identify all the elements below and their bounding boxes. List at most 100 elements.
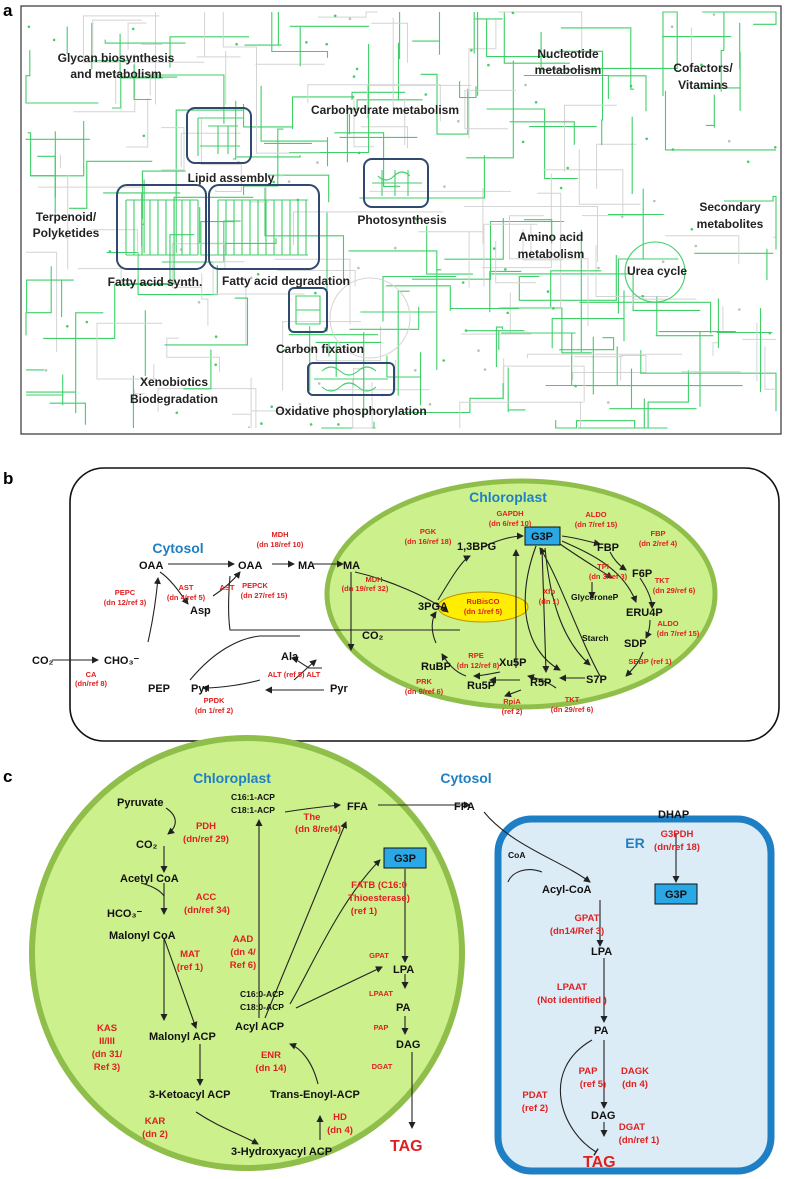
map-pathway-line xyxy=(289,25,370,67)
map-pathway-line xyxy=(82,15,160,61)
map-pathway-line xyxy=(371,22,408,63)
enz-acc-2: (dn/ref 34) xyxy=(184,905,230,916)
map-node xyxy=(694,244,698,248)
urea-cycle-circle xyxy=(624,241,686,303)
map-pathway-line xyxy=(201,273,209,326)
map-pathway-line xyxy=(49,402,86,425)
map-node xyxy=(738,308,741,311)
map-pathway-line xyxy=(609,368,697,410)
map-pathway-line xyxy=(540,32,600,74)
map-node xyxy=(131,27,135,31)
label-amino-acid-line1: Amino acid xyxy=(519,230,584,244)
met-r5p: R5P xyxy=(530,677,551,689)
met-g3p: G3P xyxy=(531,531,553,543)
met-ffa-1: FFA xyxy=(347,801,368,813)
map-pathway-line xyxy=(426,225,473,275)
met-asp: Asp xyxy=(190,605,211,617)
met-pa-1: PA xyxy=(396,1002,411,1014)
map-pathway-line xyxy=(26,312,104,414)
map-pathway-line xyxy=(157,388,257,428)
met-coa: CoA xyxy=(508,850,525,860)
map-pathway-line xyxy=(232,377,299,428)
map-pathway-line xyxy=(382,275,457,322)
fatty-acid-degradation-box xyxy=(208,184,320,270)
map-node xyxy=(298,402,302,406)
map-pathway-line xyxy=(171,243,226,288)
map-node xyxy=(620,215,624,218)
photosynthesis-texture xyxy=(372,170,422,196)
map-pathway-line xyxy=(282,321,361,391)
enz-xfp-1: Xfp xyxy=(543,587,556,596)
enz-tkt-2a: TKT xyxy=(565,695,580,704)
chloroplast-compartment xyxy=(324,478,718,710)
met-s7p: S7P xyxy=(586,674,607,686)
enz-lpaat-c: LPAAT xyxy=(369,989,393,998)
map-pathway-line xyxy=(349,306,420,330)
map-pathway-line xyxy=(596,143,637,189)
label-glycan-line2: and metabolism xyxy=(70,67,161,81)
map-node xyxy=(44,369,48,372)
enz-ast-1b: (dn 4/ref 5) xyxy=(167,593,206,602)
map-pathway-line xyxy=(26,374,64,406)
chloroplast-compartment-c xyxy=(29,735,465,1171)
enz-dgat-er-1: DGAT xyxy=(619,1122,645,1133)
map-node xyxy=(52,38,56,42)
map-pathway-line xyxy=(359,155,485,199)
map-pathway-line xyxy=(25,138,90,140)
map-node xyxy=(690,228,694,231)
enz-gapdh-2: (dn 6/ref 10) xyxy=(489,519,532,528)
map-pathway-line xyxy=(200,118,242,192)
map-pathway-line xyxy=(111,76,178,109)
map-node xyxy=(546,290,550,293)
fatty-acid-synthesis-box xyxy=(116,184,207,270)
enz-fbp-1: FBP xyxy=(651,529,666,538)
map-node xyxy=(250,276,253,280)
map-pathway-line xyxy=(495,241,536,284)
map-pathway-line xyxy=(522,224,564,261)
fatty-acid-degradation-texture xyxy=(217,199,308,256)
enz-rpe-2: (dn 12/ref 8) xyxy=(457,661,500,670)
enz-dgat-c: DGAT xyxy=(372,1062,393,1071)
met-acetyl-coa: Acetyl CoA xyxy=(120,873,179,885)
met-lpa-1: LPA xyxy=(393,964,414,976)
label-secondary-line1: Secondary xyxy=(699,200,761,214)
met-oaa-2: OAA xyxy=(238,560,263,572)
map-pathway-line xyxy=(696,51,741,111)
map-pathway-line xyxy=(640,350,777,412)
met-pa-2: PA xyxy=(594,1025,609,1037)
map-pathway-line xyxy=(115,73,151,105)
map-pathway-line xyxy=(268,174,330,203)
label-xenobiotics-line1: Xenobiotics xyxy=(140,375,208,389)
enz-aldo-1a: ALDO xyxy=(585,510,606,519)
enz-lpaat-er-2: (Not identified ) xyxy=(537,995,607,1006)
map-pathway-line xyxy=(264,187,345,284)
map-node xyxy=(504,268,507,271)
enz-alt: ALT (ref 5) ALT xyxy=(268,670,321,679)
map-pathway-line xyxy=(489,270,522,313)
map-node xyxy=(574,384,577,388)
map-pathway-line xyxy=(560,27,635,90)
map-pathway-line xyxy=(572,355,647,381)
enz-g3pdh-2: (dn/ref 18) xyxy=(654,842,700,853)
map-pathway-line xyxy=(595,245,669,297)
map-pathway-line xyxy=(491,273,701,311)
enz-prk-1: PRK xyxy=(416,677,432,686)
map-node xyxy=(470,49,473,52)
map-pathway-line xyxy=(578,149,641,205)
enz-kas-2: II/III xyxy=(99,1036,115,1047)
met-starch: Starch xyxy=(582,633,608,643)
enz-dgat-er-2: (dn/ref 1) xyxy=(619,1135,660,1146)
met-g3p-er: G3P xyxy=(665,889,687,901)
map-pathway-line xyxy=(104,39,186,44)
oxphos-texture xyxy=(314,366,388,392)
met-dag-1: DAG xyxy=(396,1039,420,1051)
panel-c-lipid-diagram: Chloroplast Cytosol ER xyxy=(29,735,775,1175)
map-node xyxy=(442,359,446,362)
map-pathway-line xyxy=(465,330,525,350)
map-pathway-line xyxy=(26,251,58,352)
map-pathway-line xyxy=(292,325,382,362)
map-pathway-line xyxy=(133,64,152,101)
map-node xyxy=(357,266,360,270)
enz-fbp-2: (dn 2/ref 4) xyxy=(639,539,678,548)
met-f6p: F6P xyxy=(632,568,652,580)
